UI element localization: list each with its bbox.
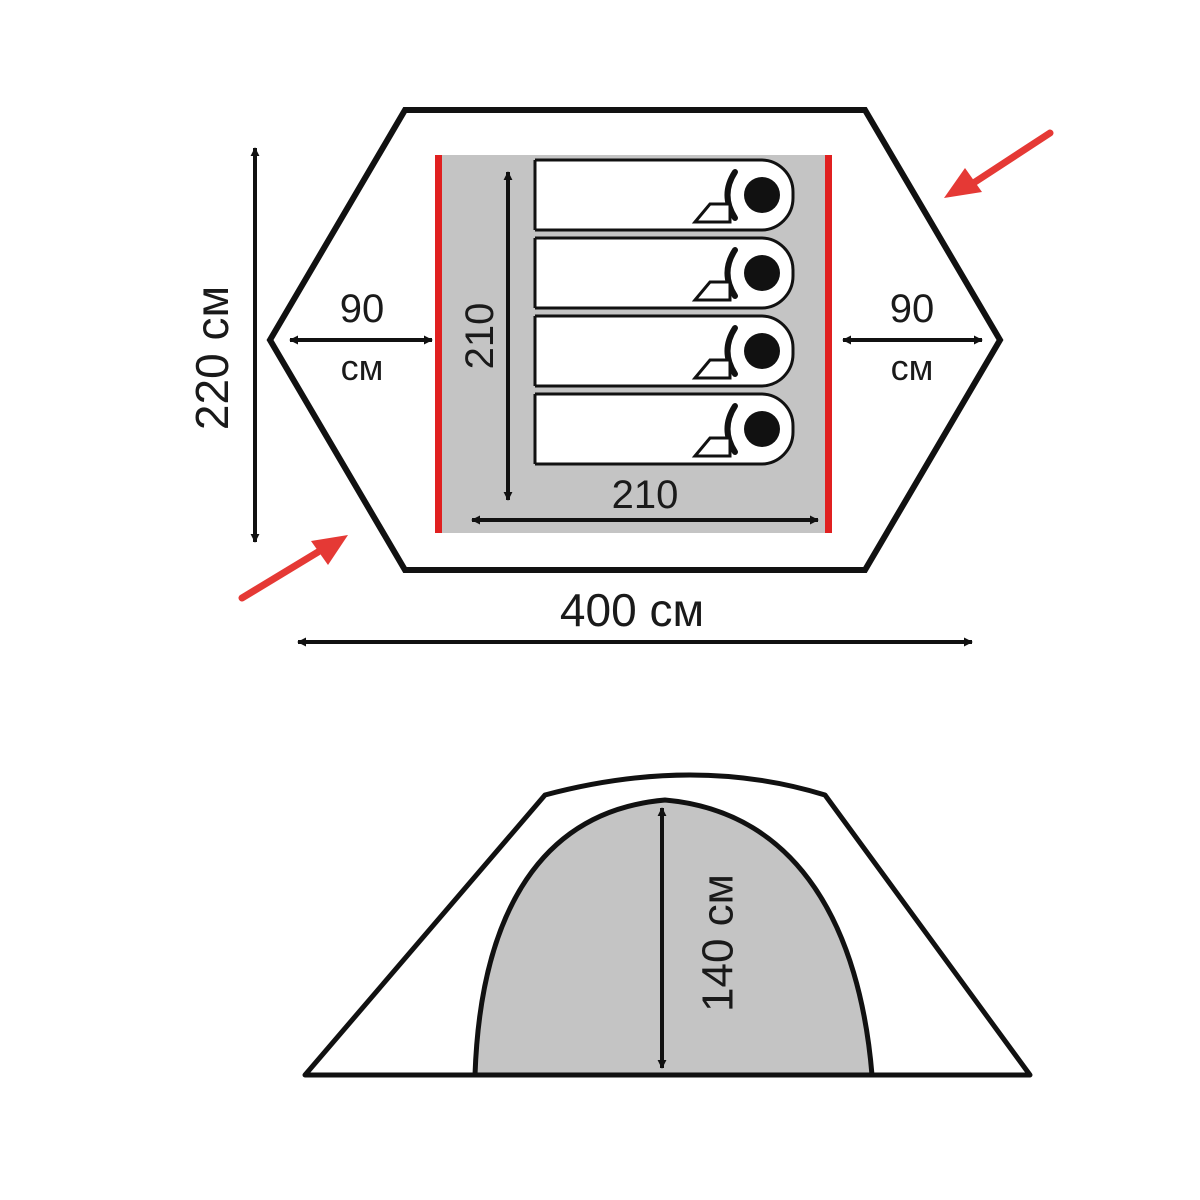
person-head — [744, 255, 780, 291]
person-shoulders — [724, 403, 738, 455]
sleeping-bag-foot — [535, 160, 575, 230]
plan-view: 210 210 90 см 90 см 220 см 400 см — [186, 107, 1054, 647]
person-head — [744, 177, 780, 213]
inner-door-right — [825, 155, 832, 533]
sleeping-bag-foot — [535, 394, 575, 464]
person-shoulders — [724, 169, 738, 221]
inner-door-left — [435, 155, 442, 533]
vestibule-left-unit: см — [341, 347, 384, 388]
person-shoulders — [724, 247, 738, 299]
entrance-arrow-bottom-left — [238, 535, 348, 602]
person-shoulders — [724, 325, 738, 377]
inner-tent-silhouette — [472, 797, 875, 1078]
vestibule-left-width: 90 — [340, 287, 385, 331]
person-head — [744, 411, 780, 447]
sleeping-bag — [533, 392, 795, 466]
sleeping-bag-foot — [535, 316, 575, 386]
sleeping-bag-flap — [691, 436, 732, 458]
sleeping-places — [533, 158, 795, 466]
sleeping-bag — [533, 158, 795, 232]
sleeping-bag-foot — [535, 238, 575, 308]
total-depth-label: 220 см — [186, 286, 238, 430]
sleeping-bag — [533, 314, 795, 388]
sleeping-bag-flap — [691, 202, 732, 224]
sleeping-bag-flap — [691, 280, 732, 302]
vestibule-right-unit: см — [891, 347, 934, 388]
person-head — [744, 333, 780, 369]
sleeping-bag — [533, 236, 795, 310]
sleeping-bag-flap — [691, 358, 732, 380]
height-label: 140 см — [694, 874, 743, 1012]
entrance-arrow-top-right — [944, 129, 1054, 198]
total-width-label: 400 см — [560, 584, 704, 636]
elevation-view: 140 см — [302, 772, 1033, 1078]
inner-width-label: 210 — [612, 473, 679, 517]
inner-length-label: 210 — [458, 303, 502, 370]
vestibule-right-width: 90 — [890, 287, 935, 331]
